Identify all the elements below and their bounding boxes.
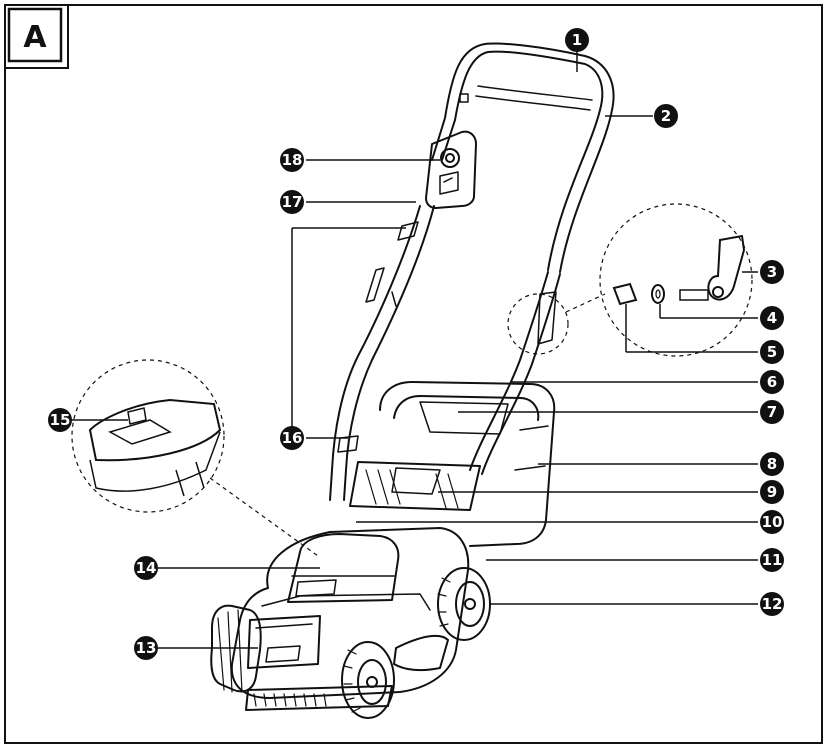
svg-text:8: 8 [767, 455, 777, 473]
callout-1: 1 [565, 28, 589, 52]
svg-text:11: 11 [762, 551, 783, 569]
callout-15: 15 [48, 408, 72, 432]
callout-6: 6 [760, 370, 784, 394]
svg-text:3: 3 [767, 263, 777, 281]
figure-frame [5, 5, 822, 743]
svg-text:18: 18 [282, 151, 303, 169]
svg-text:5: 5 [767, 343, 777, 361]
svg-text:16: 16 [282, 429, 303, 447]
callout-12: 12 [760, 592, 784, 616]
panel-letter: A [23, 20, 47, 55]
rear-right-wheel [438, 568, 490, 640]
callout-8: 8 [760, 452, 784, 476]
left-lower-handle [330, 206, 434, 500]
callout-17: 17 [280, 190, 304, 214]
svg-text:14: 14 [136, 559, 157, 577]
svg-text:13: 13 [136, 639, 157, 657]
right-lower-handle [470, 272, 560, 474]
callout-14: 14 [134, 556, 158, 580]
svg-text:15: 15 [50, 411, 71, 429]
front-left-wheel [211, 606, 260, 692]
svg-text:2: 2 [661, 107, 671, 125]
svg-text:7: 7 [767, 403, 777, 421]
washer [652, 285, 664, 303]
callout-18: 18 [280, 148, 304, 172]
svg-text:9: 9 [767, 483, 777, 501]
callout-5: 5 [760, 340, 784, 364]
callout-10: 10 [760, 510, 784, 534]
callout-4: 4 [760, 306, 784, 330]
callout-7: 7 [760, 400, 784, 424]
callout-3: 3 [760, 260, 784, 284]
svg-text:17: 17 [282, 193, 303, 211]
callout-2: 2 [654, 104, 678, 128]
clamp-bolt [680, 290, 708, 300]
detail-handle-clamp [508, 204, 752, 356]
callout-13: 13 [134, 636, 158, 660]
side-flap [394, 636, 448, 670]
callout-9: 9 [760, 480, 784, 504]
callouts: 1 2 3 4 5 6 7 8 9 10 11 12 13 14 15 16 1… [48, 28, 784, 660]
callout-11: 11 [760, 548, 784, 572]
leader-lines [72, 48, 758, 648]
panel-label: A [5, 5, 68, 68]
svg-text:1: 1 [572, 31, 582, 49]
switch-box [426, 132, 476, 208]
svg-text:6: 6 [767, 373, 777, 391]
grass-box-vents [350, 462, 480, 510]
svg-text:12: 12 [762, 595, 783, 613]
svg-text:4: 4 [767, 309, 777, 327]
svg-text:10: 10 [762, 513, 783, 531]
callout-16: 16 [280, 426, 304, 450]
nut [614, 284, 636, 304]
detail-battery-compartment [72, 360, 318, 556]
